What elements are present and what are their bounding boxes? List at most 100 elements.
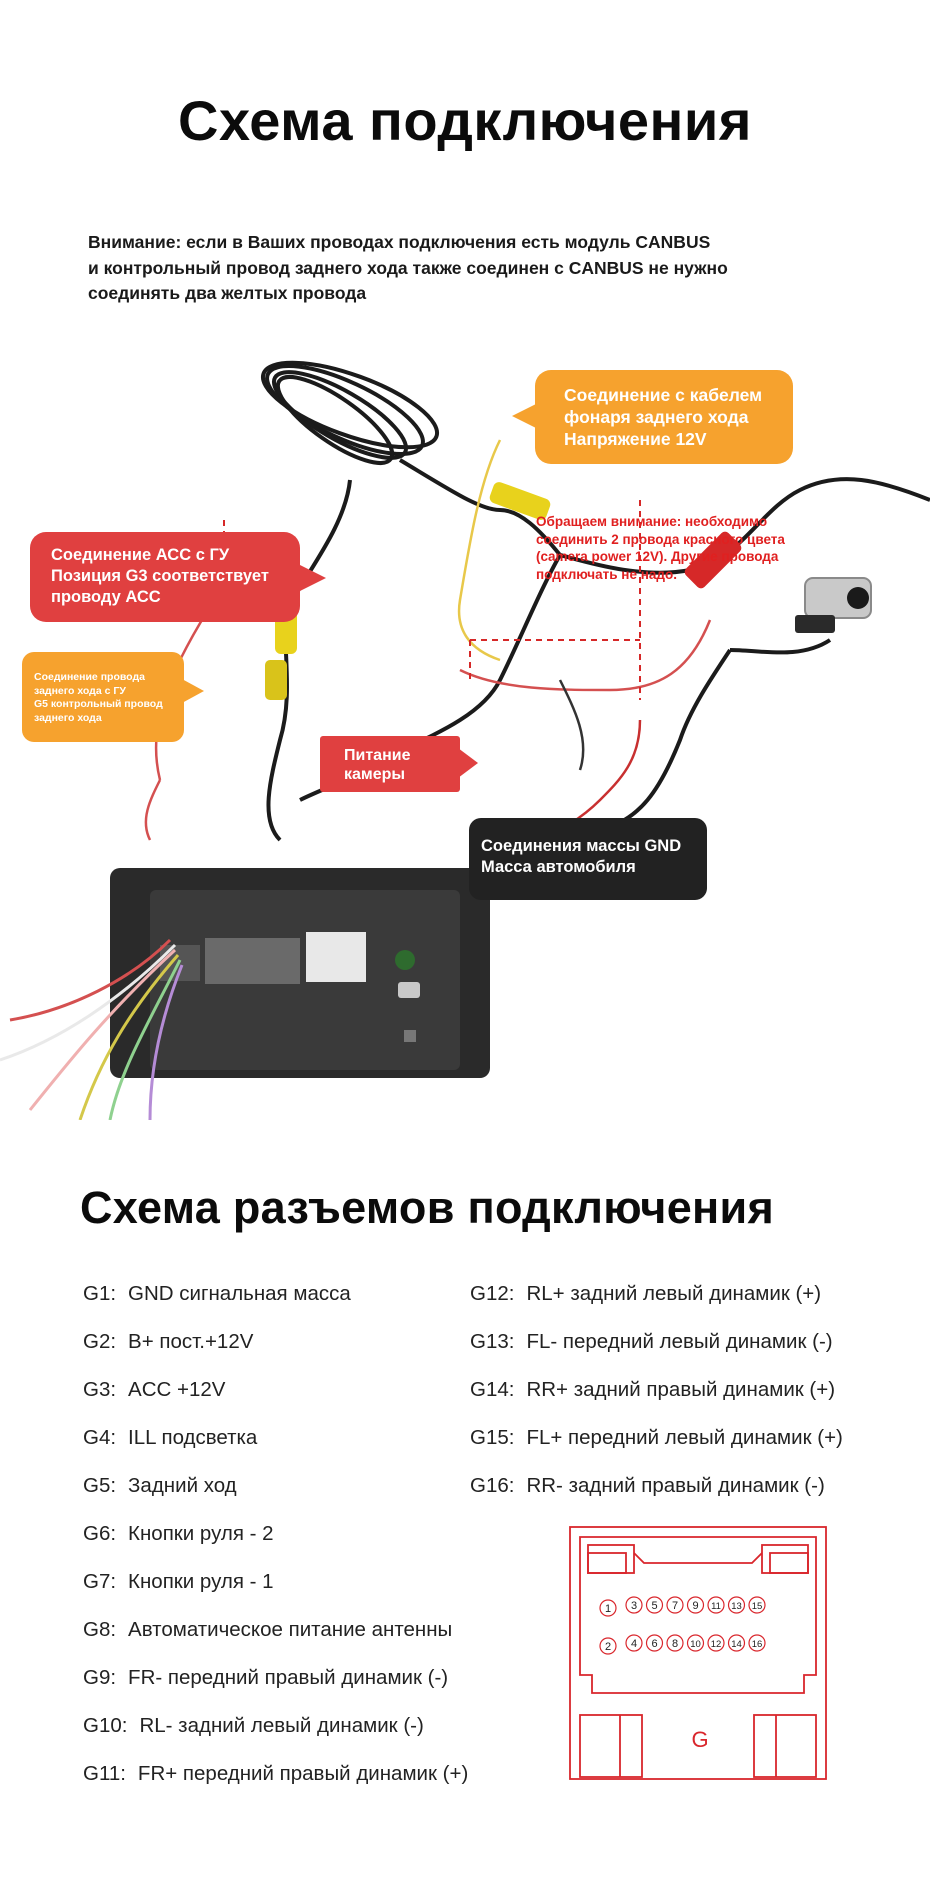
pin-code: G8: — [83, 1618, 117, 1641]
black-wire — [558, 679, 585, 771]
pin-code: G11: — [83, 1762, 126, 1785]
black-cable — [599, 648, 732, 832]
harness-wire — [108, 959, 182, 1120]
port — [404, 1030, 416, 1042]
rca-plug-yellow — [265, 660, 287, 700]
pin-item: G16: RR- задний правый динамик (-) — [470, 1474, 825, 1498]
pin-code: G3: — [83, 1378, 117, 1401]
pin-code: G6: — [83, 1522, 117, 1545]
callout-line: камеры — [344, 766, 406, 783]
pin-description: RR+ задний правый динамик (+) — [526, 1378, 836, 1401]
pin-12-circle — [707, 1634, 725, 1652]
notice-line: соединять два желтых провода — [88, 283, 367, 303]
cable-coil — [275, 375, 395, 465]
yellow-wire — [457, 439, 502, 662]
pin-3-circle — [625, 1596, 643, 1614]
warning-line: (camera power 12V). Другие провода — [536, 549, 779, 564]
pin-description: B+ пост.+12V — [128, 1330, 254, 1353]
callout-pointer — [182, 679, 204, 703]
notice-line: Внимание: если в Ваших проводах подключе… — [88, 232, 711, 252]
callout-line: Напряжение 12V — [564, 429, 707, 449]
callout-camera-power: Питание камеры — [320, 736, 460, 792]
pin-code: G13: — [470, 1330, 515, 1353]
callout-reverse-wire: Соединение провода заднего хода с ГУ G5 … — [22, 652, 184, 742]
callout-acc: Соединение АСС с ГУ Позиция G3 соответст… — [30, 532, 300, 622]
callout-ground: Соединения массы GND Масса автомобиля — [469, 818, 707, 900]
callout-line: фонаря заднего хода — [564, 407, 749, 427]
pin-item: G3:ACC +12V — [83, 1378, 225, 1402]
pin-item: G14: RR+ задний правый динамик (+) — [470, 1378, 835, 1402]
pin-9-circle — [686, 1596, 705, 1614]
pin-description: Автоматическое питание антенны — [128, 1618, 453, 1641]
pin-description: Кнопки руля - 2 — [128, 1522, 274, 1545]
head-unit-back — [110, 868, 490, 1078]
connector-latch-right-inner — [769, 1552, 809, 1574]
connector-inner — [579, 1536, 817, 1694]
pin-item: G15:FL+ передний левый динамик (+) — [470, 1426, 843, 1450]
camera-mount — [795, 615, 835, 633]
pin-item: G5:Задний ход — [83, 1474, 237, 1498]
cable-coil — [271, 370, 409, 460]
callout-line: заднего хода — [34, 711, 102, 724]
pin-description: ILL подсветка — [128, 1426, 258, 1449]
rca-plug-yellow — [489, 482, 551, 520]
pin-code: G4: — [83, 1426, 117, 1449]
harness-wire — [9, 938, 172, 1022]
callout-line: Соединение провода — [34, 671, 145, 683]
pin-item: G10:RL- задний левый динамик (-) — [83, 1714, 424, 1738]
canbus-notice: Внимание: если в Ваших проводах подключе… — [88, 230, 768, 307]
pin-11-label: 11 — [711, 1601, 721, 1612]
pin-10-circle — [686, 1634, 705, 1652]
port — [398, 982, 420, 998]
harness-wire — [148, 964, 184, 1120]
connector-outline — [569, 1526, 827, 1780]
pin-10-label: 10 — [690, 1639, 701, 1650]
pin-11-circle — [707, 1596, 725, 1614]
callout-line: Масса автомобиля — [481, 858, 636, 876]
notice-line: и контрольный провод заднего хода также … — [88, 257, 728, 278]
callout-pointer — [512, 402, 540, 430]
pin-item: G2: B+ пост.+12V — [83, 1330, 253, 1354]
pin-5-circle — [645, 1596, 664, 1614]
pin-4-circle — [625, 1634, 643, 1652]
pin-8-label: 8 — [672, 1638, 678, 1650]
pin-item: G1:GND сигнальная масса — [83, 1282, 351, 1306]
pin-12-label: 12 — [711, 1639, 722, 1650]
callout-line: Позиция G3 соответствует — [51, 567, 269, 585]
pin-8-circle — [666, 1634, 684, 1652]
pin-code: G14: — [470, 1378, 515, 1401]
red-connector — [684, 531, 742, 589]
pin-item: G11:FR+ передний правый динамик (+) — [83, 1762, 468, 1786]
pin-description: FR- передний правый динамик (-) — [128, 1666, 449, 1689]
pin-description: Кнопки руля - 1 — [128, 1570, 274, 1593]
red-wire — [459, 619, 712, 692]
connector-latch-left-inner — [587, 1552, 627, 1574]
pin-2-circle — [599, 1637, 617, 1655]
pin-2-label: 2 — [605, 1641, 611, 1653]
pin-code: G16: — [470, 1474, 515, 1497]
pin-1-label: 1 — [605, 1603, 611, 1615]
pin-description: RL+ задний левый динамик (+) — [526, 1282, 822, 1305]
port — [395, 950, 415, 970]
callout-reverse-light: Соединение с кабелем фонаря заднего хода… — [535, 370, 793, 464]
connector-latch-left — [587, 1544, 635, 1574]
pin-5-label: 5 — [651, 1600, 657, 1612]
pin-description: RR- задний правый динамик (-) — [526, 1474, 825, 1497]
pin-16-circle — [748, 1634, 766, 1652]
connector-section-title: Схема разъемов подключения — [80, 1182, 775, 1233]
pin-code: G2: — [83, 1330, 117, 1353]
callout-pointer — [458, 748, 478, 778]
pin-13-label: 13 — [731, 1601, 742, 1612]
pin-7-circle — [666, 1596, 684, 1614]
harness-wire — [28, 948, 177, 1111]
pin-9-label: 9 — [692, 1600, 698, 1612]
black-cable — [398, 458, 562, 557]
pin-item: G12:RL+ задний левый динамик (+) — [470, 1282, 821, 1306]
connector-block — [306, 932, 366, 982]
pin-6-label: 6 — [651, 1638, 657, 1650]
warning-line: подключать не надо. — [536, 566, 677, 582]
pin-item: G6: Кнопки руля - 2 — [83, 1522, 274, 1546]
connector-foot-right — [753, 1714, 817, 1778]
callout-line: Соединение с кабелем — [564, 385, 763, 405]
